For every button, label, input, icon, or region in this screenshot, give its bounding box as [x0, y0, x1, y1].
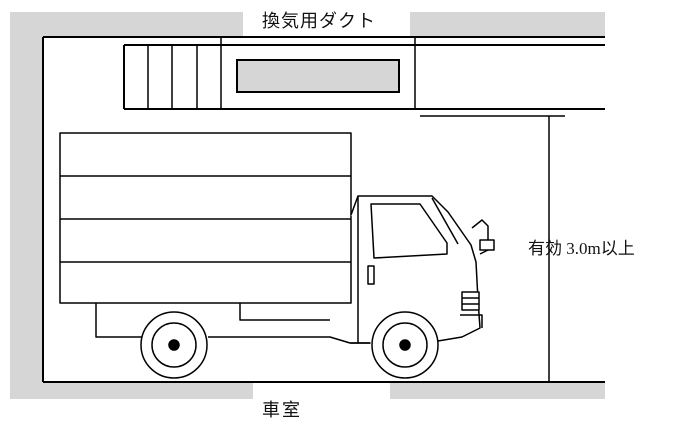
floor-left: [10, 382, 253, 399]
cab-window: [370, 203, 448, 259]
ventilation-duct: [123, 37, 605, 117]
room-outline: [42, 36, 605, 383]
room-label: 車室: [262, 400, 302, 420]
left-wall: [10, 12, 43, 399]
side-mirror: [471, 219, 489, 255]
cargo-box: [59, 132, 352, 304]
truck-icon: [59, 132, 495, 379]
ceiling-right: [410, 12, 605, 37]
duct-inner-panel: [236, 59, 400, 93]
clearance-label: 有効 3.0m以上: [528, 239, 635, 258]
floor-right: [390, 382, 605, 399]
rear-wheel: [140, 311, 208, 379]
duct-label: 換気用ダクト: [262, 11, 376, 31]
wall-structure: [10, 12, 605, 399]
ceiling-left: [10, 12, 243, 37]
front-wheel: [371, 311, 439, 379]
